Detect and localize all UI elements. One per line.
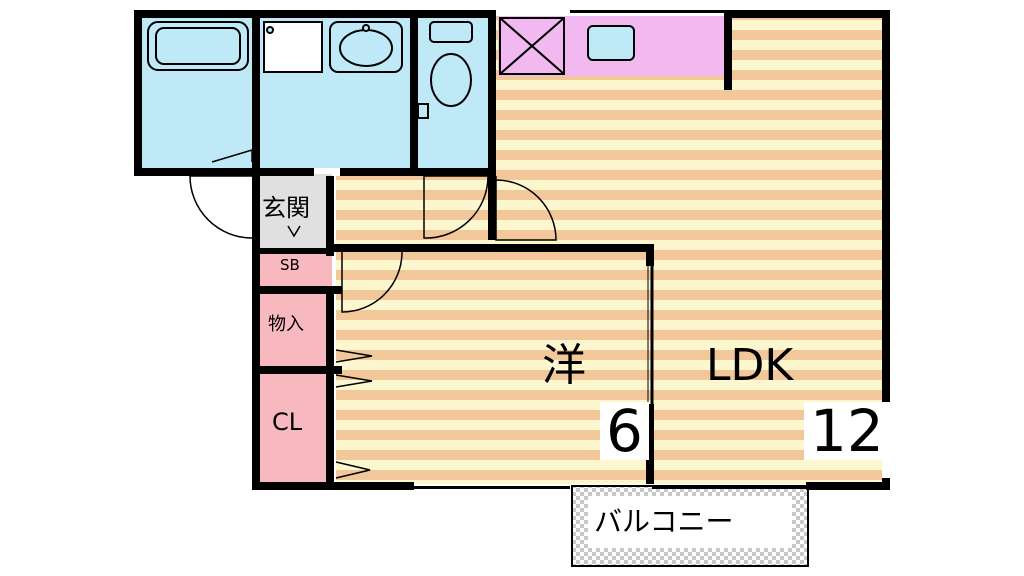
ldk-label: LDK xyxy=(706,340,794,391)
western-room-label: 洋 xyxy=(542,340,586,391)
western-door xyxy=(341,251,403,313)
toilet-door xyxy=(423,175,489,239)
ldk-size: 12 xyxy=(804,402,890,460)
ldk-door xyxy=(495,176,557,241)
fixtures xyxy=(147,17,635,119)
balcony xyxy=(571,485,809,567)
walls xyxy=(134,10,890,490)
balcony-label: バルコニー xyxy=(594,505,734,538)
toilet-icon xyxy=(429,21,473,43)
entry-door xyxy=(189,175,253,239)
entry-arrow-icon xyxy=(287,225,301,238)
doors xyxy=(189,148,654,479)
sb-label: SB xyxy=(280,256,300,274)
sink-icon xyxy=(587,25,635,61)
western-room-size: 6 xyxy=(600,402,649,460)
bath-sliding-door xyxy=(211,148,253,163)
storage-label: 物入 xyxy=(268,314,304,335)
closet-label: CL xyxy=(272,408,303,436)
genkan-label: 玄関 xyxy=(262,194,310,222)
closet-sliding-door xyxy=(335,349,373,363)
